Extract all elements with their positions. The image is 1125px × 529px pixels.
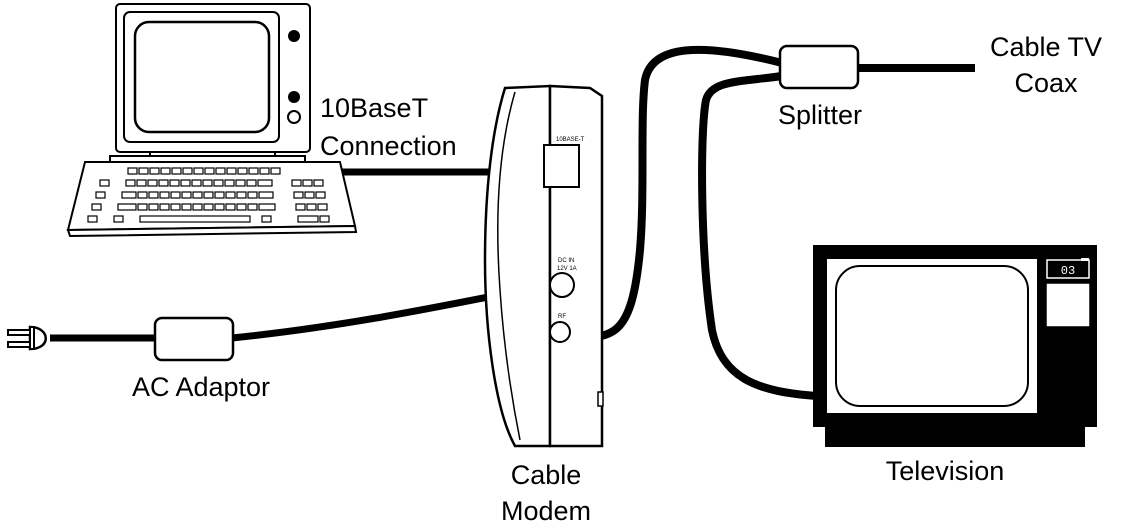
modem-side-contour bbox=[497, 91, 521, 441]
tv-channel-number: 03 bbox=[1061, 264, 1075, 278]
computer bbox=[66, 3, 358, 238]
cable-modem: 10BASE-T DC IN 12V 1A RF bbox=[483, 84, 604, 448]
keyboard-keys bbox=[87, 167, 330, 223]
ac-adaptor bbox=[7, 316, 235, 362]
keyboard-edge bbox=[66, 224, 358, 238]
dc-in-port-rating: 12V 1A bbox=[557, 266, 577, 272]
monitor-knob-icon bbox=[287, 110, 301, 124]
dc-in-port-label: DC IN bbox=[558, 258, 574, 264]
dc-in-port bbox=[549, 272, 575, 298]
television-label: Television bbox=[886, 456, 1005, 486]
television: 03 bbox=[813, 245, 1097, 447]
tv-screen bbox=[835, 265, 1029, 407]
monitor-knob-icon bbox=[288, 30, 300, 42]
coax-label: Coax bbox=[1014, 68, 1078, 98]
modem-side-tab bbox=[597, 391, 604, 407]
modem-side-panel bbox=[483, 84, 552, 448]
rf-port bbox=[549, 321, 571, 343]
coax-splitter-to-tv bbox=[698, 72, 819, 400]
rf-port-label: RF bbox=[558, 314, 566, 320]
connection-label: Connection bbox=[320, 131, 457, 161]
coax-modem-to-splitter bbox=[564, 45, 783, 342]
monitor-screen bbox=[133, 20, 271, 134]
tv-leg-cutout bbox=[813, 427, 825, 447]
monitor-knob-icon bbox=[288, 91, 300, 103]
tv-control-indicator bbox=[1081, 258, 1089, 261]
modem-label: Modem bbox=[501, 496, 591, 526]
cable-tv-label: Cable TV bbox=[990, 32, 1102, 62]
ethernet-port-label: 10BASE-T bbox=[556, 137, 585, 143]
tv-leg-cutout bbox=[1085, 427, 1097, 447]
splitter-box bbox=[778, 44, 860, 90]
ethernet-port bbox=[543, 144, 580, 188]
splitter-label: Splitter bbox=[778, 100, 862, 130]
tenbaset-label: 10BaseT bbox=[320, 93, 428, 123]
tv-control-panel bbox=[1045, 282, 1091, 328]
ac-adaptor-label: AC Adaptor bbox=[132, 372, 270, 402]
ac-adaptor-box bbox=[153, 316, 235, 362]
cable-label: Cable bbox=[511, 460, 582, 490]
power-plug-icon bbox=[7, 325, 47, 351]
tv-channel-display bbox=[1046, 259, 1090, 279]
